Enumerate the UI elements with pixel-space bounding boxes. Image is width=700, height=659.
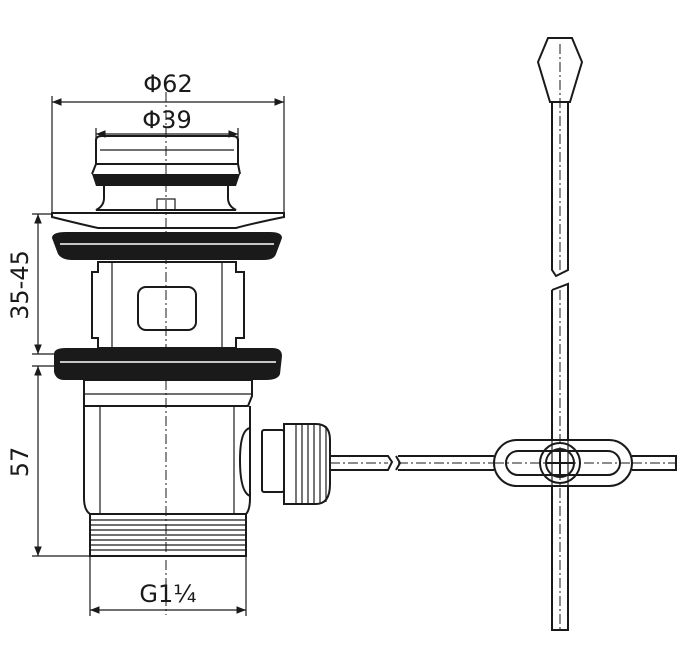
dimension-body-height: 57 <box>6 365 90 557</box>
dimension-thread-size: G1¼ <box>89 556 247 616</box>
horizontal-rod <box>330 455 677 471</box>
rod-clamp <box>493 439 633 487</box>
thread-lines <box>90 519 246 551</box>
lift-rod <box>536 37 584 631</box>
dimension-outer-diameter: Φ62 <box>51 70 285 213</box>
dimension-inner-diameter: Φ39 <box>95 106 239 140</box>
outer-diameter-label: Φ62 <box>143 70 192 98</box>
thread-size-label: G1¼ <box>139 580 196 608</box>
waste-body <box>51 92 331 615</box>
dimension-height-range: 35-45 <box>6 213 54 355</box>
height-range-label: 35-45 <box>6 250 34 320</box>
body-height-label: 57 <box>6 447 34 478</box>
inner-diameter-label: Φ39 <box>142 106 191 134</box>
lift-knob <box>536 37 584 103</box>
